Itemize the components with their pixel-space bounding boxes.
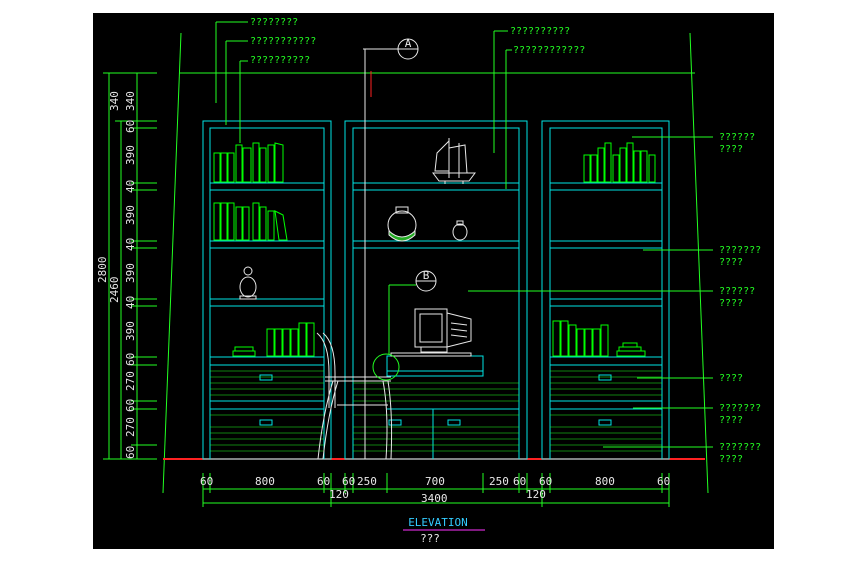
left-dim-390-3: 390 <box>124 263 137 283</box>
left-drawer-hatching <box>210 370 324 452</box>
left-dim-270-2: 270 <box>124 417 137 437</box>
bottom-dim-60-1: 60 <box>200 475 213 488</box>
leader-lines-top-center <box>493 30 512 189</box>
left-dim-40-1: 40 <box>124 180 137 193</box>
left-dimension-labels: 340 60 390 40 390 40 390 40 390 60 270 6… <box>96 91 137 459</box>
annotation-right-2a: ??????? <box>719 245 761 256</box>
sailboat-ornament-icon <box>432 138 476 184</box>
left-dim-390-1: 390 <box>124 145 137 165</box>
annotation-top-center-2: ???????????? <box>513 45 585 56</box>
bottom-dim-60-3: 60 <box>342 475 355 488</box>
bottom-dimension-labels: 60 800 60 60 250 700 250 60 60 800 60 12… <box>200 475 670 505</box>
annotation-right-2b: ???? <box>719 257 743 268</box>
outline-lines <box>162 32 709 494</box>
annotation-right-5b: ???? <box>719 415 743 426</box>
left-dim-40-2: 40 <box>124 238 137 251</box>
books-left-bottom <box>232 322 315 357</box>
bottom-total-3400: 3400 <box>421 492 448 505</box>
bottom-dim-250-2: 250 <box>489 475 509 488</box>
books-right-top <box>583 142 656 183</box>
left-dimension-lines <box>103 72 157 460</box>
leader-lines-top-left <box>215 21 248 143</box>
section-marker-a-label: A <box>405 37 412 50</box>
left-total-2800: 2800 <box>96 257 109 284</box>
annotation-top-left-3: ?????????? <box>250 55 310 66</box>
bottom-dim-60-2: 60 <box>317 475 330 488</box>
bottom-dim-60-5: 60 <box>539 475 552 488</box>
annotation-top-left-2: ??????????? <box>250 36 316 47</box>
section-marker-b: B <box>388 269 437 355</box>
view-title: ELEVATION <box>408 516 468 529</box>
left-dim-60-1: 60 <box>124 120 137 133</box>
right-cabinet <box>541 120 670 460</box>
annotation-right-5a: ??????? <box>719 403 761 414</box>
figurine-icon <box>239 266 257 300</box>
annotation-right-6b: ???? <box>719 454 743 465</box>
view-subtitle: ??? <box>420 532 440 545</box>
annotation-top-left-1: ???????? <box>250 17 298 28</box>
left-cabinet <box>202 120 332 460</box>
right-drawer-hatching <box>550 370 662 452</box>
center-drawer-hatching <box>353 382 519 452</box>
leader-lines-right <box>468 136 713 448</box>
bottom-dim-800-1: 800 <box>255 475 275 488</box>
bottom-sub-120-1: 120 <box>329 488 349 501</box>
left-dim-340: 340 <box>124 91 137 111</box>
left-total-2460: 2460 <box>108 277 121 304</box>
left-dim-60-4: 60 <box>124 446 137 459</box>
bottom-dimension-lines <box>202 473 670 507</box>
bottom-sub-120-2: 120 <box>526 488 546 501</box>
bottom-dim-60-6: 60 <box>657 475 670 488</box>
left-dim-340-outer: 340 <box>108 91 121 111</box>
bottom-dim-800-2: 800 <box>595 475 615 488</box>
vase-icon <box>387 206 417 242</box>
section-marker-a: A <box>363 37 419 459</box>
detail-callout-circle <box>372 353 400 381</box>
computer-monitor-icon <box>390 308 472 357</box>
annotation-right-3a: ?????? <box>719 286 755 297</box>
books-left-second <box>213 202 288 241</box>
left-dim-60-3: 60 <box>124 399 137 412</box>
left-dim-390-2: 390 <box>124 205 137 225</box>
books-left-top <box>213 142 284 183</box>
chair-icon <box>316 332 393 460</box>
books-right-bottom <box>552 320 646 357</box>
annotation-right-1b: ???? <box>719 144 743 155</box>
elevation-drawing: A B ???????? ??????????? ?????????? ????… <box>96 17 761 545</box>
left-dim-390-4: 390 <box>124 321 137 341</box>
annotation-right-6a: ??????? <box>719 442 761 453</box>
cad-drawing-canvas: A B ???????? ??????????? ?????????? ????… <box>93 13 774 549</box>
annotation-right-4a: ???? <box>719 373 743 384</box>
bottom-dim-250-1: 250 <box>357 475 377 488</box>
small-vase-icon <box>452 220 468 241</box>
bottom-dim-700: 700 <box>425 475 445 488</box>
bottom-dim-60-4: 60 <box>513 475 526 488</box>
left-dim-60-2: 60 <box>124 353 137 366</box>
annotation-top-center-1: ?????????? <box>510 26 570 37</box>
left-dim-40-3: 40 <box>124 296 137 309</box>
annotation-right-1a: ?????? <box>719 132 755 143</box>
center-cabinet <box>344 120 528 460</box>
left-dim-270-1: 270 <box>124 371 137 391</box>
annotation-right-3b: ???? <box>719 298 743 309</box>
section-marker-b-label: B <box>423 269 430 282</box>
